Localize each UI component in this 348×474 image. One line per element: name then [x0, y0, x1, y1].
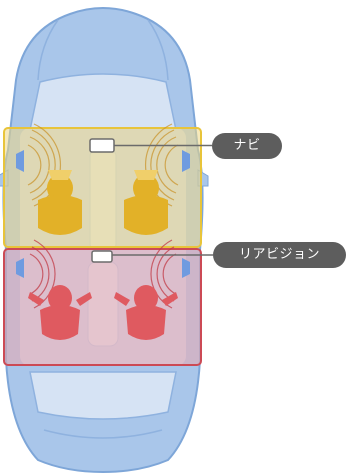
monitor-icon [89, 138, 115, 153]
trunk-line [43, 429, 163, 439]
speaker-icon [182, 150, 190, 172]
windshield [29, 73, 177, 131]
person-icon [124, 170, 168, 235]
monitor-icon [91, 250, 113, 263]
speaker-icon [16, 150, 24, 172]
navi-callout-label: ナビ [212, 133, 282, 159]
person-icon [38, 170, 82, 235]
rear-right-sound-waves [150, 239, 177, 309]
hood-line-left [37, 19, 59, 81]
rear-vision-callout-label: リアビジョン [213, 242, 346, 268]
speaker-icon [16, 258, 24, 278]
rear-window [29, 371, 177, 420]
front-zone [3, 123, 212, 248]
speaker-icon [182, 258, 190, 278]
hood-line-right [147, 19, 169, 81]
person-icon [114, 285, 178, 340]
rear-zone [3, 239, 213, 366]
person-icon [28, 285, 92, 340]
rear-zone-box [3, 248, 202, 366]
front-right-sound-waves [145, 123, 179, 207]
rear-left-sound-waves [29, 239, 56, 309]
